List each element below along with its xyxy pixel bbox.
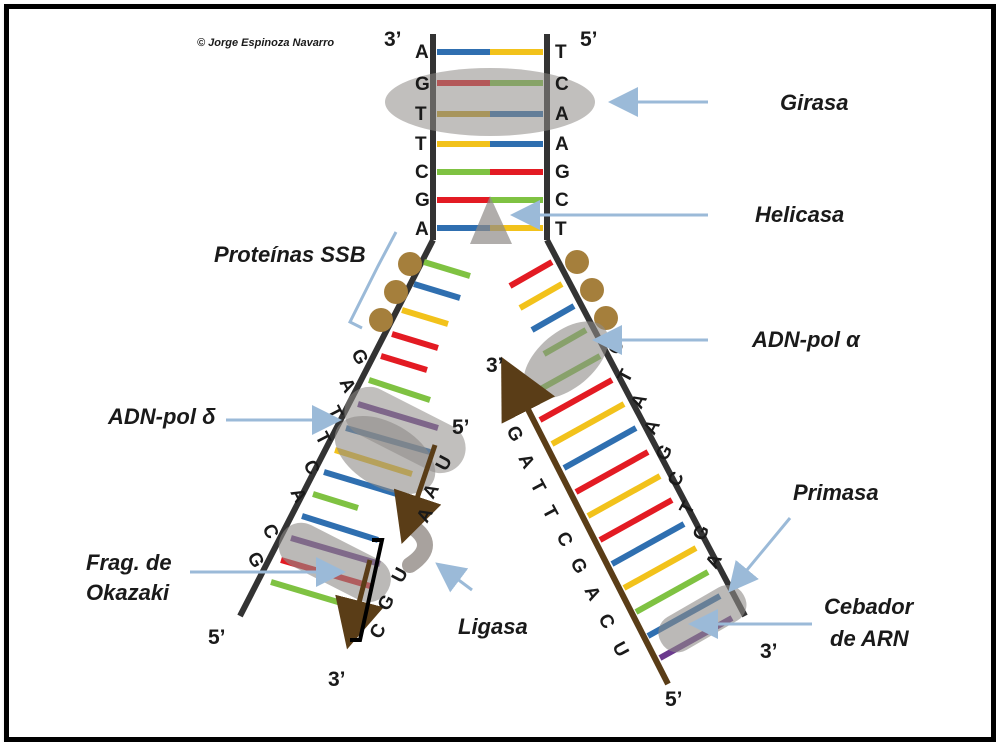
label-adn-pol-delta: ADN-pol δ — [107, 404, 216, 429]
svg-text:G: G — [689, 521, 714, 544]
ligasa-pointer-arrow — [440, 566, 472, 590]
rna-primer-right — [652, 579, 753, 659]
svg-text:T: T — [555, 219, 567, 240]
end-5-left-bottom: 5’ — [208, 626, 226, 649]
svg-text:C: C — [415, 162, 429, 183]
label-cebador-line2: de ARN — [830, 626, 910, 651]
end-5-lagging-new: 5’ — [452, 416, 470, 439]
svg-text:G: G — [415, 74, 430, 95]
svg-text:T: T — [415, 134, 427, 155]
top-right-bases: T C A A G C T — [555, 42, 570, 240]
svg-text:C: C — [555, 190, 569, 211]
svg-text:U: U — [608, 638, 633, 660]
svg-text:G: G — [555, 162, 570, 183]
label-girasa: Girasa — [780, 90, 849, 115]
svg-text:T: T — [415, 104, 427, 125]
svg-text:C: C — [366, 620, 391, 642]
svg-text:G: G — [502, 422, 527, 445]
svg-text:T: T — [614, 366, 638, 386]
label-cebador-line1: Cebador — [824, 594, 915, 619]
end-5-top-right: 5’ — [580, 28, 598, 51]
primasa-pointer-arrow — [732, 518, 790, 588]
svg-text:T: T — [526, 476, 550, 496]
svg-text:A: A — [555, 134, 569, 155]
svg-text:T: T — [555, 42, 567, 63]
end-3-leading-new: 3’ — [486, 354, 504, 377]
helicasa-enzyme — [470, 196, 512, 244]
label-ligasa: Ligasa — [458, 614, 528, 639]
svg-text:G: G — [415, 190, 430, 211]
end-3-top-left: 3’ — [384, 28, 402, 51]
ligasa-enzyme — [410, 525, 425, 565]
svg-text:A: A — [580, 582, 605, 604]
ssb-proteins-left — [369, 252, 422, 332]
svg-text:T: T — [676, 498, 700, 518]
label-adn-pol-alpha: ADN-pol α — [751, 327, 861, 352]
svg-text:C: C — [552, 528, 577, 550]
label-proteinas-ssb: Proteínas SSB — [214, 242, 366, 267]
svg-text:G: G — [566, 554, 591, 577]
svg-text:T: T — [311, 429, 335, 449]
svg-text:C: C — [664, 468, 689, 490]
svg-text:A: A — [640, 416, 665, 438]
right-arm-base-pairs — [510, 262, 732, 658]
svg-text:C: C — [594, 610, 619, 632]
label-okazaki-line2: Okazaki — [86, 580, 170, 605]
svg-text:C: C — [555, 74, 569, 95]
copyright-text: © Jorge Espinoza Navarro — [197, 37, 334, 49]
top-left-bases: A G T T C G A — [415, 42, 430, 240]
label-helicasa: Helicasa — [755, 202, 844, 227]
svg-text:A: A — [415, 42, 429, 63]
end-3-right-bottom: 3’ — [760, 640, 778, 663]
end-5-leading-new: 5’ — [665, 688, 683, 711]
end-3-lagging-new: 3’ — [328, 668, 346, 691]
svg-text:A: A — [627, 390, 652, 412]
svg-text:A: A — [415, 219, 429, 240]
svg-text:A: A — [514, 450, 539, 472]
svg-text:T: T — [538, 502, 562, 522]
label-primasa: Primasa — [793, 480, 879, 505]
svg-text:A: A — [555, 104, 569, 125]
label-okazaki-line1: Frag. de — [86, 550, 172, 575]
